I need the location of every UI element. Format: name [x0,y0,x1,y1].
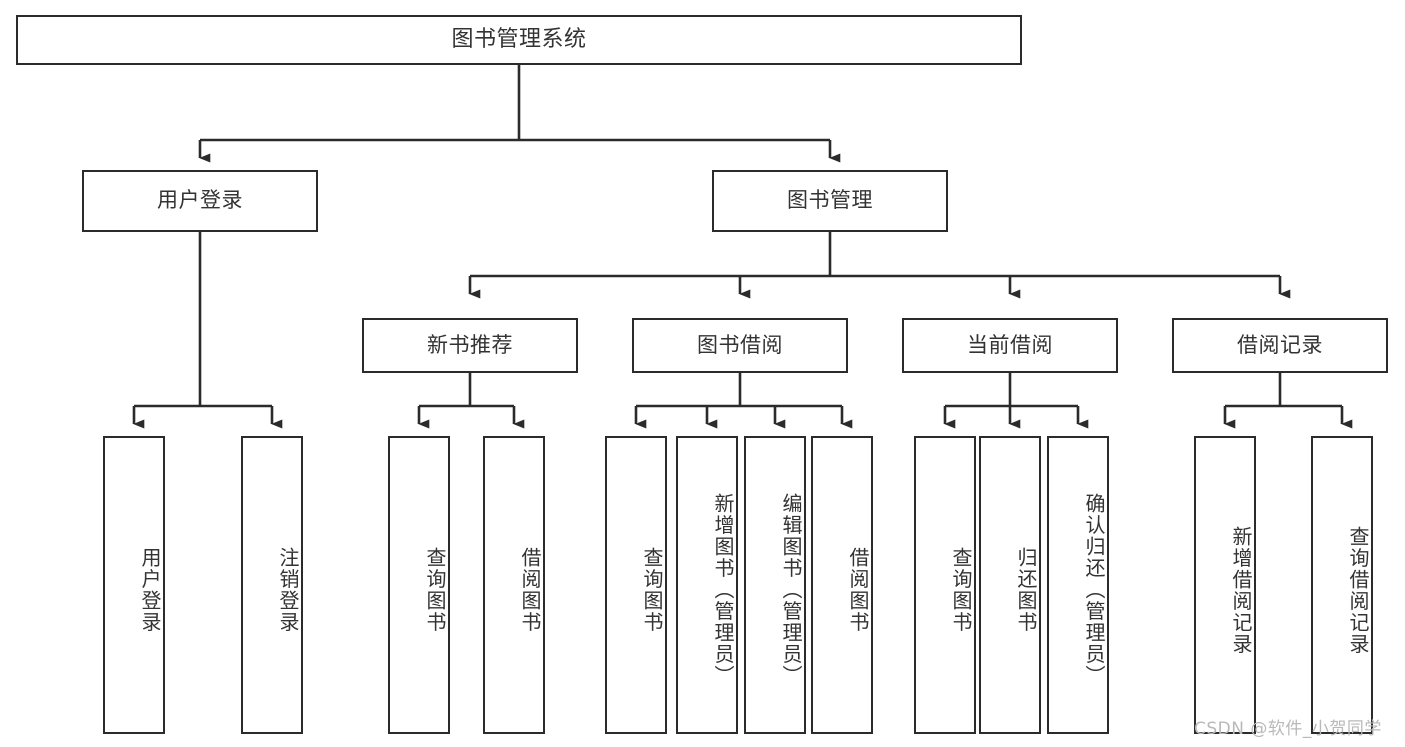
leaf-current-borrow-query[interactable]: 查询图书 [914,436,976,734]
node-label: 编辑图书（管理员） [779,493,803,687]
watermark-csdn: CSDN @软件_小贺同学 [1194,719,1382,739]
leaf-book-borrow-lend[interactable]: 借阅图书 [811,436,873,734]
node-label: 确认归还（管理员） [1082,493,1106,687]
node-user-login[interactable]: 用户登录 [82,170,318,232]
node-label: 当前借阅 [967,332,1053,357]
node-label: 借阅图书 [518,547,542,633]
leaf-user-login-logout[interactable]: 注销登录 [241,436,303,734]
leaf-new-book-borrow[interactable]: 借阅图书 [483,436,545,734]
leaf-new-book-query[interactable]: 查询图书 [388,436,450,734]
node-root-system[interactable]: 图书管理系统 [16,15,1022,65]
leaf-borrow-record-add[interactable]: 新增借阅记录 [1194,436,1256,734]
leaf-current-borrow-confirm-return[interactable]: 确认归还（管理员） [1047,436,1109,734]
node-label: 查询图书 [423,547,447,633]
node-label: 查询图书 [640,547,664,633]
node-book-borrow[interactable]: 图书借阅 [632,318,848,373]
leaf-borrow-record-query[interactable]: 查询借阅记录 [1311,436,1373,734]
node-label: 查询借阅记录 [1346,525,1370,655]
node-new-book-recommend[interactable]: 新书推荐 [362,318,578,373]
node-label: 图书管理 [787,188,873,213]
leaf-book-borrow-edit[interactable]: 编辑图书（管理员） [744,436,806,734]
node-label: 图书借阅 [697,332,783,357]
node-label: 用户登录 [157,188,243,213]
leaf-current-borrow-return[interactable]: 归还图书 [979,436,1041,734]
node-borrow-record[interactable]: 借阅记录 [1172,318,1388,373]
node-label: 新增图书（管理员） [711,493,735,687]
node-label: 用户登录 [138,547,162,633]
node-label: 归还图书 [1014,547,1038,633]
node-label: 新增借阅记录 [1229,525,1253,655]
node-book-management[interactable]: 图书管理 [712,170,948,232]
leaf-book-borrow-add[interactable]: 新增图书（管理员） [676,436,738,734]
leaf-book-borrow-query[interactable]: 查询图书 [605,436,667,734]
node-label: 新书推荐 [427,332,513,357]
node-label: 注销登录 [276,547,300,633]
node-label: 查询图书 [949,547,973,633]
node-label: 借阅记录 [1237,332,1323,357]
node-label: 借阅图书 [846,547,870,633]
node-current-borrow[interactable]: 当前借阅 [902,318,1118,373]
leaf-user-login-signin[interactable]: 用户登录 [103,436,165,734]
node-label: 图书管理系统 [451,26,587,52]
